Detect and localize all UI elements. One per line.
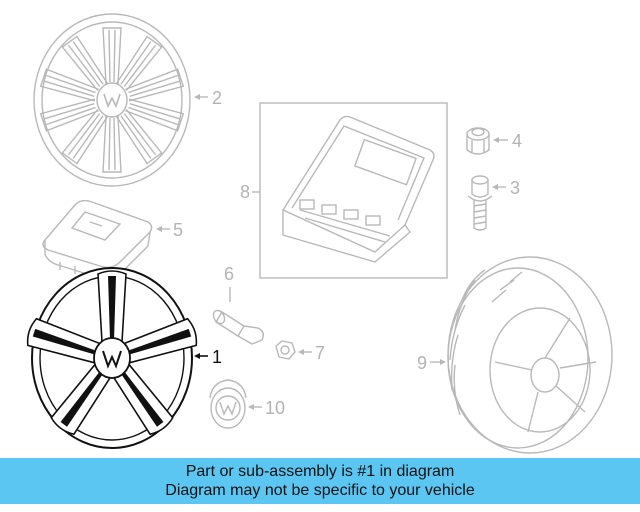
callout-2: 2	[212, 88, 222, 108]
parts-diagram: 2 8 4 3 5	[24, 13, 613, 454]
part-2-alloy-wheel[interactable]	[33, 13, 191, 187]
callout-9: 9	[417, 353, 427, 373]
part-5-tpms-sensor[interactable]	[42, 199, 153, 281]
banner-line-2: Diagram may not be specific to your vehi…	[165, 482, 475, 499]
banner-line-1: Part or sub-assembly is #1 in diagram	[185, 463, 455, 480]
info-banner: Part or sub-assembly is #1 in diagram Di…	[0, 458, 640, 504]
callout-8: 8	[240, 182, 250, 202]
callout-4: 4	[512, 131, 522, 151]
callout-1: 1	[212, 347, 222, 367]
callout-3: 3	[510, 178, 520, 198]
callout-10: 10	[265, 398, 285, 418]
part-6-valve-stem[interactable]	[211, 308, 265, 345]
part-9-tire[interactable]	[447, 256, 613, 454]
part-4-nut[interactable]	[466, 127, 490, 155]
callout-5: 5	[173, 220, 183, 240]
part-8-tool-case[interactable]	[259, 102, 448, 279]
part-7-valve-cap[interactable]	[275, 340, 296, 360]
callout-6: 6	[224, 264, 234, 284]
part-3-bolt[interactable]	[467, 175, 493, 231]
part-10-center-cap[interactable]	[209, 379, 247, 429]
callout-7: 7	[315, 343, 325, 363]
part-1-alloy-wheel[interactable]	[24, 267, 200, 449]
